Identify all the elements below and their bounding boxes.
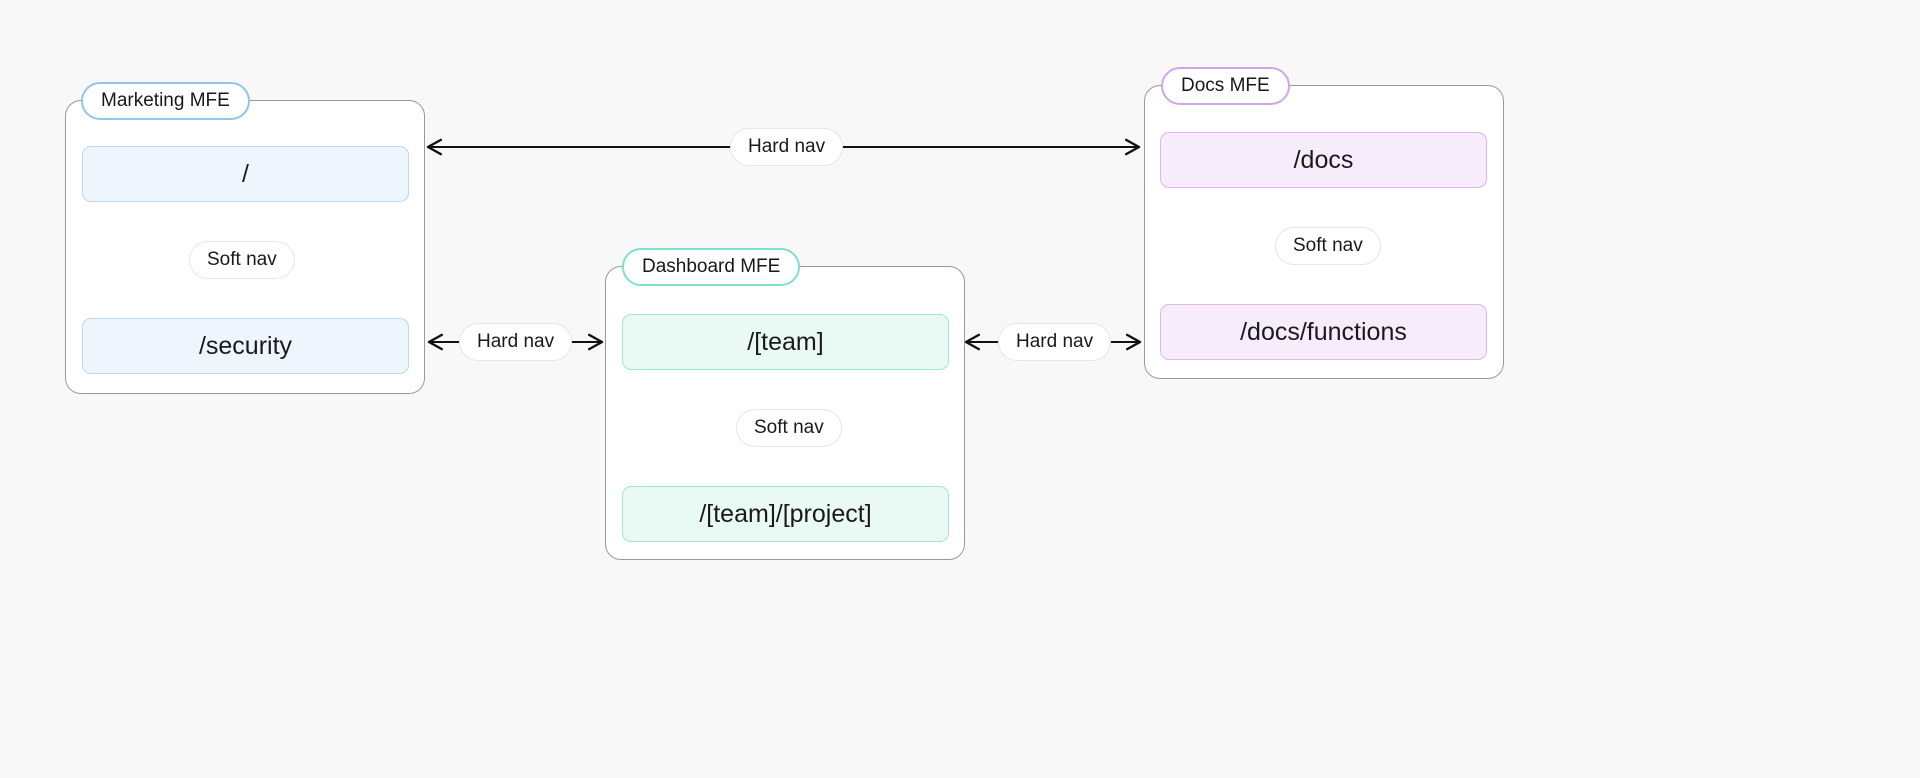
- edge-label-dashboard-soft-nav[interactable]: Soft nav: [736, 409, 842, 447]
- edge-label-marketing-dashboard-hard-nav[interactable]: Hard nav: [459, 323, 573, 361]
- node-docs-root[interactable]: /docs: [1160, 132, 1487, 188]
- group-label-docs-mfe[interactable]: Docs MFE: [1161, 67, 1290, 105]
- group-label-text: Dashboard MFE: [642, 256, 781, 277]
- node-marketing-security[interactable]: /security: [82, 318, 409, 374]
- group-label-marketing-mfe[interactable]: Marketing MFE: [81, 82, 250, 120]
- edge-label-text: Soft nav: [207, 249, 277, 270]
- node-dashboard-team-project[interactable]: /[team]/[project]: [622, 486, 949, 542]
- node-label: /[team]: [747, 327, 824, 356]
- edge-label-text: Soft nav: [1293, 235, 1363, 256]
- node-label: /docs: [1293, 145, 1354, 174]
- group-label-dashboard-mfe[interactable]: Dashboard MFE: [622, 248, 801, 286]
- edge-label-marketing-docs-hard-nav[interactable]: Hard nav: [730, 128, 844, 166]
- node-label: /security: [198, 331, 293, 360]
- edge-label-marketing-soft-nav[interactable]: Soft nav: [189, 241, 295, 279]
- edge-label-text: Hard nav: [477, 331, 555, 352]
- node-docs-functions[interactable]: /docs/functions: [1160, 304, 1487, 360]
- node-label: /[team]/[project]: [699, 499, 872, 528]
- edge-label-text: Hard nav: [748, 136, 826, 157]
- node-dashboard-team[interactable]: /[team]: [622, 314, 949, 370]
- group-label-text: Docs MFE: [1181, 75, 1270, 96]
- edge-label-text: Soft nav: [754, 417, 824, 438]
- edge-label-docs-soft-nav[interactable]: Soft nav: [1275, 227, 1381, 265]
- edge-label-dashboard-docs-hard-nav[interactable]: Hard nav: [998, 323, 1112, 361]
- node-label: /: [242, 159, 249, 188]
- group-label-text: Marketing MFE: [101, 90, 230, 111]
- node-marketing-root[interactable]: /: [82, 146, 409, 202]
- node-label: /docs/functions: [1240, 317, 1407, 346]
- edge-label-text: Hard nav: [1016, 331, 1094, 352]
